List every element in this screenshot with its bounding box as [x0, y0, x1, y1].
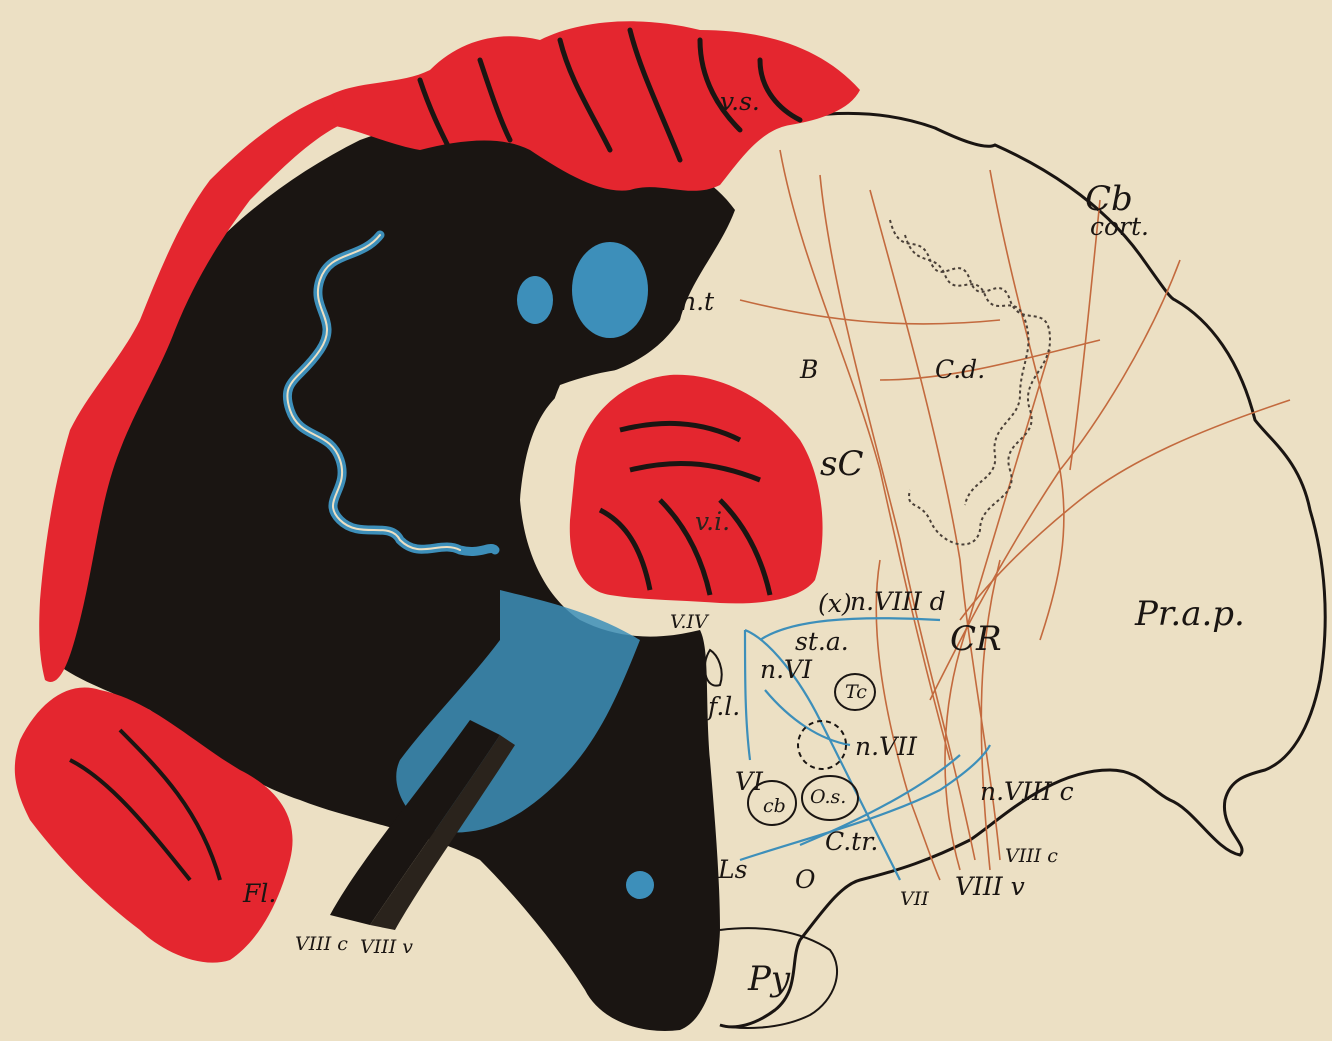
label-nVII: n.VII	[855, 732, 918, 761]
label-ls: Ls	[717, 855, 747, 884]
label-VIIIc-left: VIII c	[295, 933, 348, 955]
label-vi: v.i.	[695, 507, 730, 536]
label-fl-lower: f.l.	[706, 692, 740, 721]
label-VIIIv-right: VIII v	[955, 872, 1025, 901]
label-nVI: n.VI	[760, 655, 813, 684]
label-sta: st.a.	[795, 627, 849, 656]
label-b: B	[799, 355, 818, 384]
label-os: O.s.	[810, 786, 846, 808]
label-tc: Tc	[845, 681, 867, 703]
label-fl-upper: Fl.	[242, 879, 276, 908]
label-py: Py	[747, 959, 791, 999]
label-vs: v.s.	[720, 87, 760, 116]
label-VI: VI	[735, 767, 764, 796]
label-nt: n.t	[680, 287, 715, 316]
blue-roof-nucleus	[572, 242, 648, 338]
label-VIIIv-left: VIII v	[360, 936, 413, 958]
label-VII: VII	[900, 888, 929, 910]
label-cort: cort.	[1090, 212, 1149, 241]
label-VIIIc-right: VIII c	[1005, 845, 1058, 867]
label-x: (x)	[818, 589, 852, 618]
label-ctr: C.tr.	[825, 827, 878, 856]
label-cb-small: cb	[763, 795, 786, 817]
blue-dot-medulla	[626, 871, 654, 899]
label-vIV: V.IV	[670, 611, 710, 633]
label-prap: Pr.a.p.	[1134, 594, 1245, 634]
label-sc: sC	[820, 444, 863, 484]
label-cr: CR	[950, 619, 1002, 659]
label-o: O	[795, 865, 816, 894]
label-nVIIIc: n.VIII c	[980, 777, 1074, 806]
label-nVIIId: n.VIII d	[850, 587, 946, 616]
label-cd: C.d.	[935, 355, 985, 384]
blue-roof-nucleus-small	[517, 276, 553, 324]
